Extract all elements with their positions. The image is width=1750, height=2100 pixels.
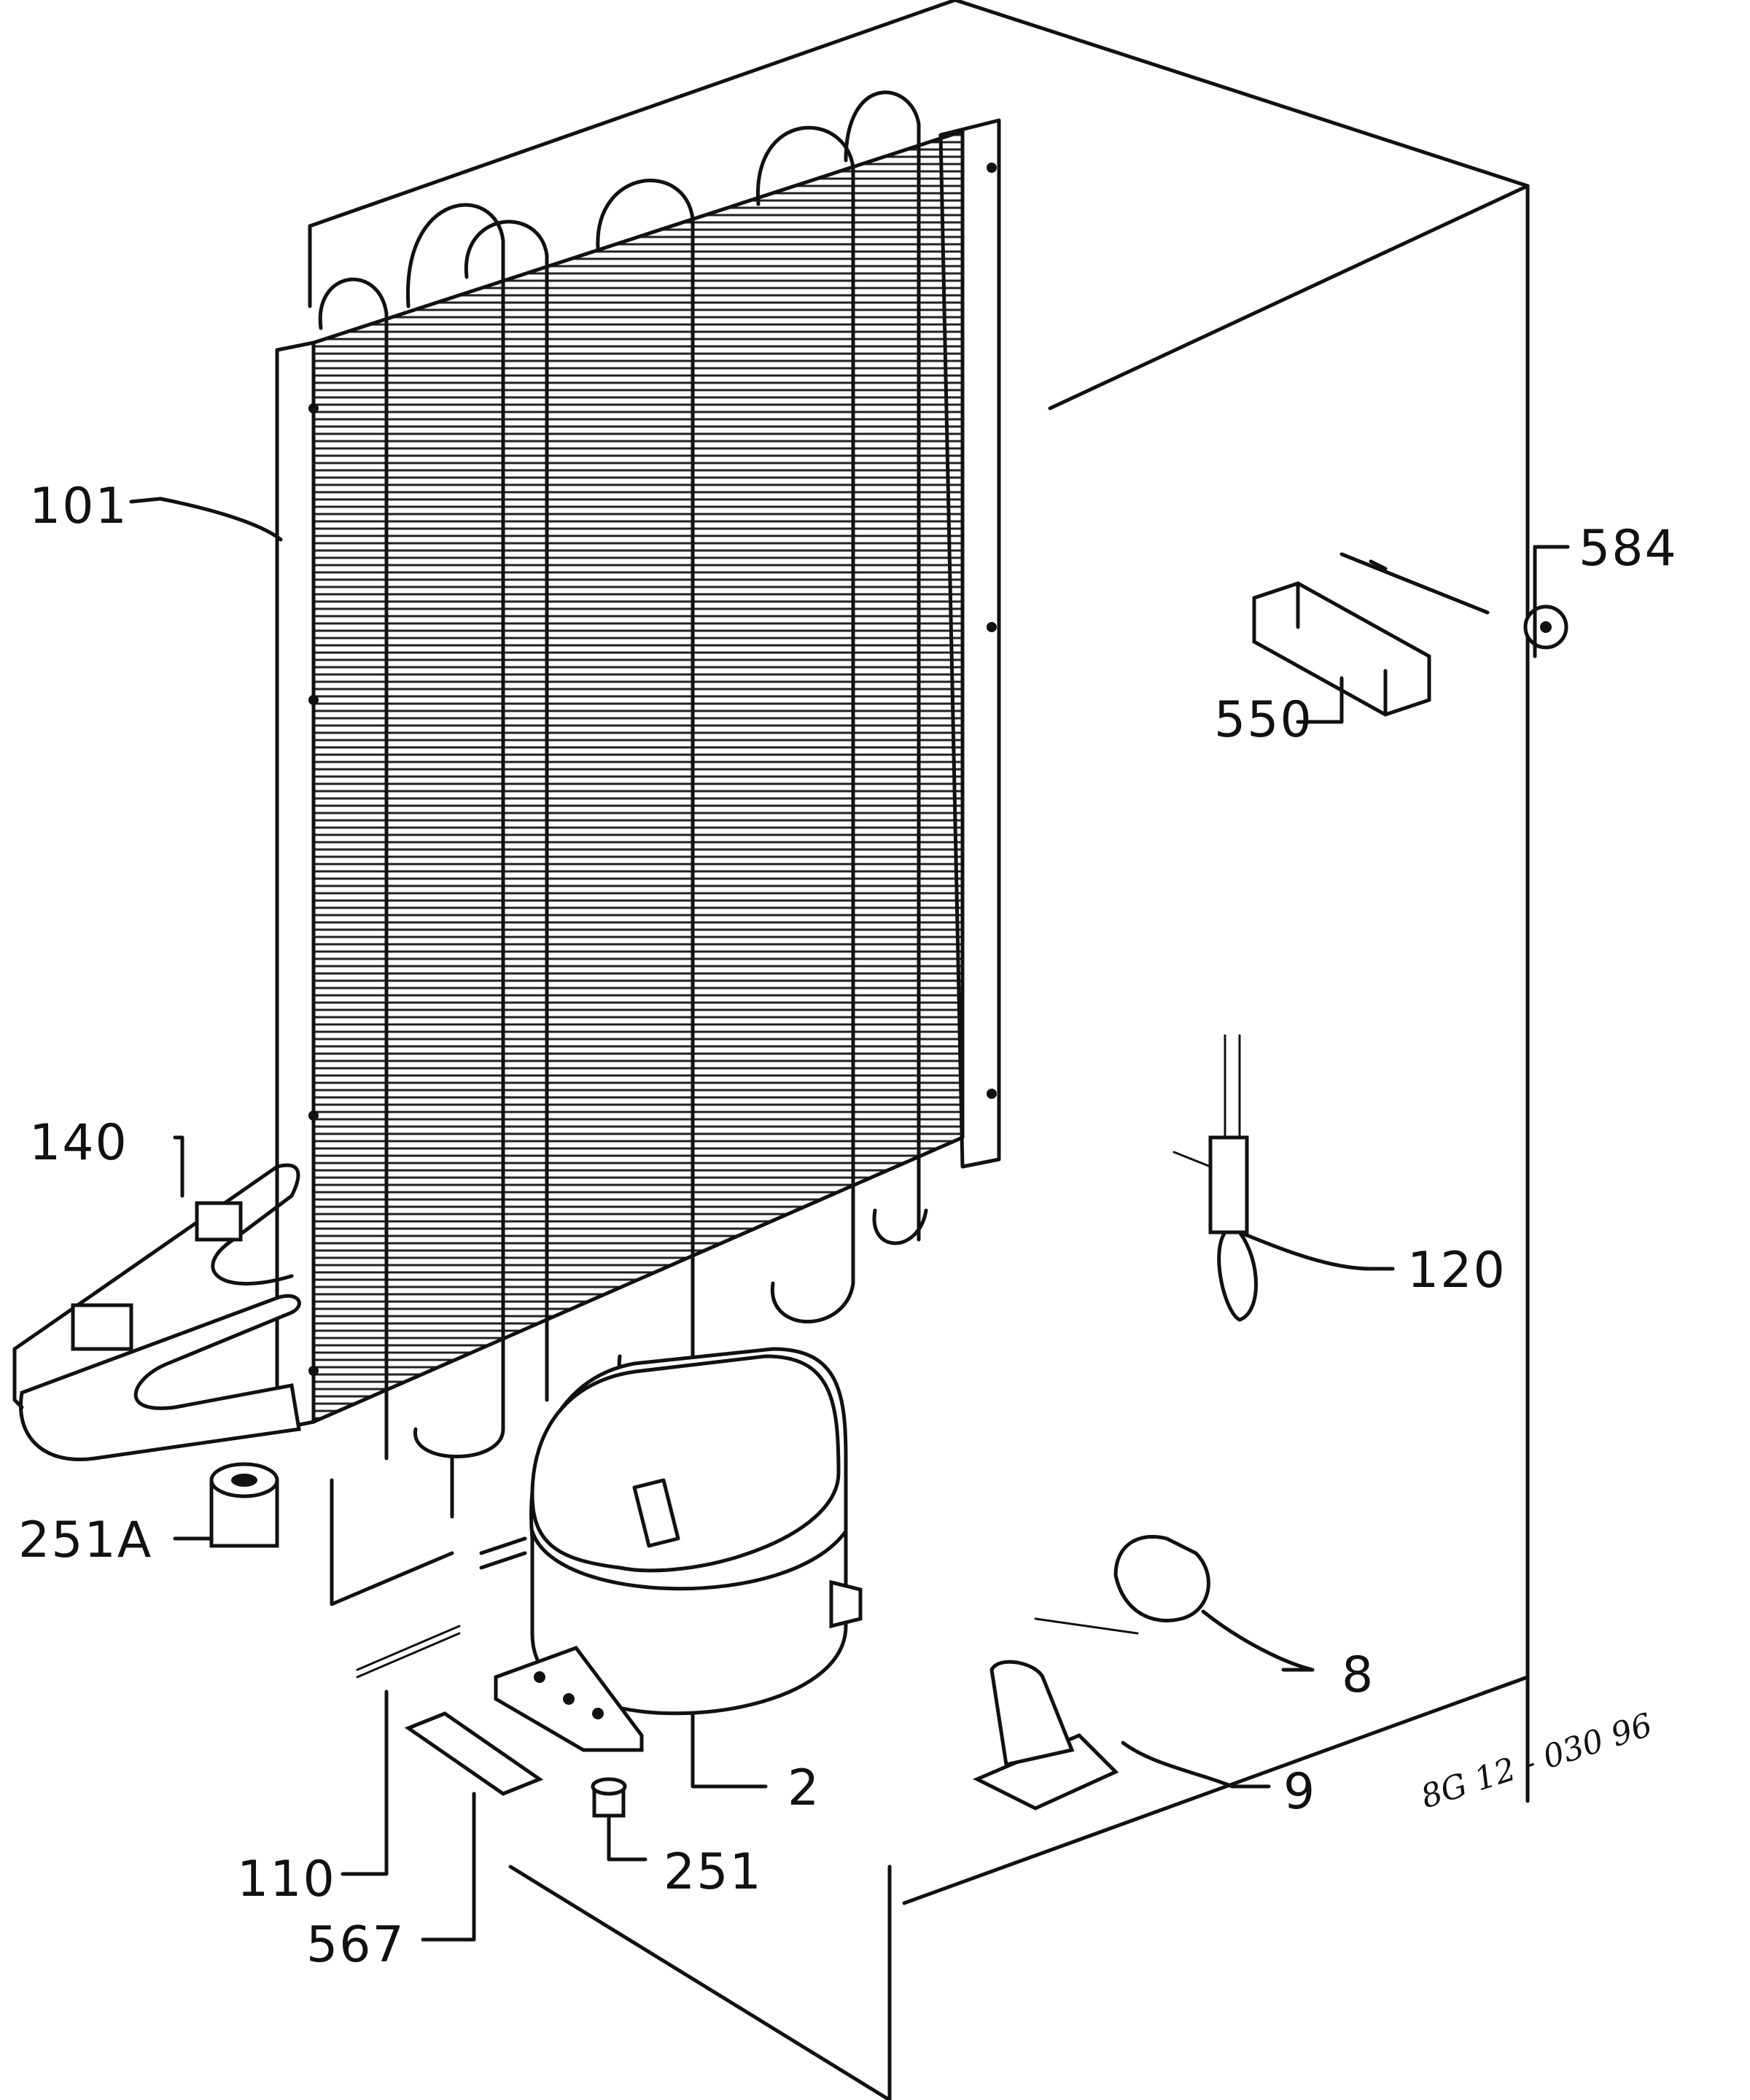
label-8: 8 (1342, 1646, 1374, 1704)
label-251: 251 (664, 1843, 763, 1901)
label-9: 9 (1283, 1763, 1316, 1821)
label-550: 550 (1214, 691, 1313, 749)
mounting-clamp (404, 1711, 544, 1796)
label-101: 101 (29, 478, 128, 535)
overload-protector (1034, 1534, 1210, 1635)
small-grommet (591, 1777, 627, 1818)
label-251A: 251A (18, 1512, 152, 1569)
label-110: 110 (237, 1851, 336, 1908)
drip-tray (12, 1163, 301, 1461)
thermostat-bracket (1252, 581, 1431, 717)
thermal-fuse (1172, 1034, 1258, 1322)
condenser (275, 90, 1001, 1606)
drawing-code: 8G 12 - 030 96 (1417, 1706, 1657, 1816)
leader-lines (129, 497, 1570, 1942)
cabinet-body (308, 0, 1530, 2100)
label-567: 567 (306, 1916, 405, 1974)
rubber-grommet (209, 1462, 279, 1548)
capillary-tube (356, 1625, 461, 1679)
label-120: 120 (1407, 1242, 1506, 1299)
label-140: 140 (29, 1114, 128, 1172)
start-relay (973, 1660, 1119, 1811)
label-2: 2 (788, 1759, 820, 1817)
compressor (479, 1347, 863, 1752)
label-584: 584 (1579, 520, 1678, 578)
